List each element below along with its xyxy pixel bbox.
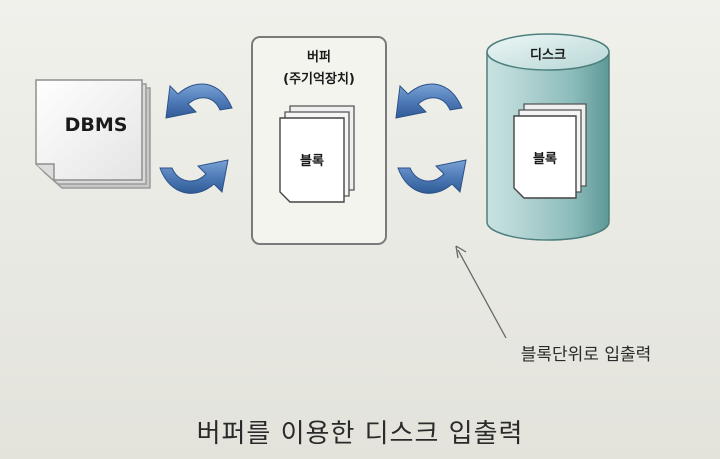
buffer-subtitle: (주기억장치) <box>283 72 355 87</box>
curved-arrow-icon <box>395 83 463 119</box>
curved-arrow-icon <box>397 159 467 194</box>
dbms-to-buffer-arrows <box>159 83 233 194</box>
disk-title: 디스크 <box>530 48 566 63</box>
buffer-to-disk-arrows <box>395 83 467 194</box>
buffer-block-label: 블록 <box>300 154 324 169</box>
curved-arrow-icon <box>165 83 233 119</box>
disk-block-label: 블록 <box>533 152 557 167</box>
curved-arrow-icon <box>159 159 229 194</box>
buffer-block-stack-icon <box>279 105 355 203</box>
diagram-caption: 버퍼를 이용한 디스크 입출력 <box>196 419 524 449</box>
buffer-title: 버퍼 <box>307 50 331 65</box>
annotation-text: 블록단위로 입출력 <box>520 345 652 365</box>
dbms-document-icon <box>35 79 151 189</box>
dbms-label: DBMS <box>64 114 128 136</box>
annotation-pointer <box>455 245 507 339</box>
disk-block-stack-icon <box>513 103 587 199</box>
